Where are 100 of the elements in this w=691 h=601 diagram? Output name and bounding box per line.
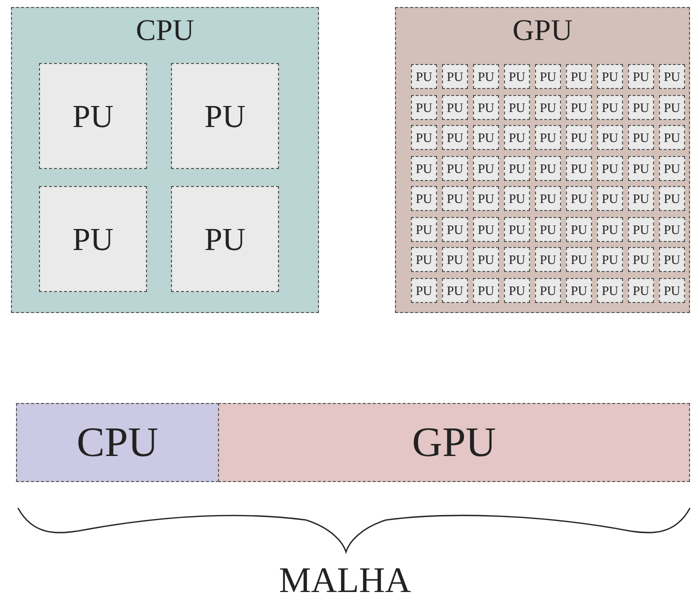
processing-unit-box xyxy=(442,125,468,150)
processing-unit-box xyxy=(411,156,437,180)
unit-label: PU xyxy=(632,70,650,83)
unit-label: PU xyxy=(508,162,526,174)
unit-label: PU xyxy=(508,253,526,266)
processing-unit-box xyxy=(597,278,623,302)
unit-label: PU xyxy=(446,100,464,114)
unit-label: PU xyxy=(632,192,650,205)
unit-label: PU xyxy=(508,192,526,205)
unit-label: PU xyxy=(476,100,496,114)
processing-unit-box xyxy=(411,64,437,89)
unit-label: PU xyxy=(662,284,682,296)
unit-label: PU xyxy=(662,253,682,266)
processing-unit-box xyxy=(566,216,592,242)
processing-unit-box xyxy=(628,186,654,211)
unit-label: PU xyxy=(538,162,558,174)
unit-label: PU xyxy=(570,100,588,114)
gpu-box xyxy=(395,7,690,313)
processing-unit-box xyxy=(659,186,685,211)
unit-label: PU xyxy=(570,131,588,144)
processing-unit-box xyxy=(597,186,623,211)
processing-unit-box xyxy=(628,94,654,120)
processing-unit-box xyxy=(442,94,468,120)
unit-label: PU xyxy=(414,284,434,296)
unit-label: PU xyxy=(446,222,464,236)
processing-unit-box xyxy=(504,94,530,120)
processing-unit-box xyxy=(473,278,499,302)
processing-unit-box xyxy=(442,156,468,180)
processing-unit-box xyxy=(628,64,654,89)
unit-label: PU xyxy=(446,162,464,174)
processing-unit-box xyxy=(442,278,468,302)
unit-label: PU xyxy=(414,222,434,236)
unit-label: CPU xyxy=(76,422,160,464)
processing-unit-box xyxy=(628,125,654,150)
unit-label: PU xyxy=(508,70,526,83)
processing-unit-box xyxy=(473,156,499,180)
processing-unit-box xyxy=(473,186,499,211)
unit-label: PU xyxy=(446,284,464,296)
processing-unit-box xyxy=(628,216,654,242)
processing-unit-box xyxy=(171,186,279,292)
unit-label: PU xyxy=(538,253,558,266)
processing-unit-box xyxy=(442,186,468,211)
processing-unit-box xyxy=(535,278,561,302)
unit-label: PU xyxy=(570,162,588,174)
processing-unit-box xyxy=(411,247,437,272)
unit-label: PU xyxy=(476,222,496,236)
processing-unit-box xyxy=(628,156,654,180)
unit-label: PU xyxy=(632,253,650,266)
unit-label: GPU xyxy=(511,16,574,46)
unit-label: PU xyxy=(508,100,526,114)
processing-unit-box xyxy=(39,186,147,292)
processing-unit-box xyxy=(473,216,499,242)
processing-unit-box xyxy=(411,216,437,242)
processing-unit-box xyxy=(597,156,623,180)
unit-label: GPU xyxy=(410,422,498,464)
processing-unit-box xyxy=(659,216,685,242)
unit-label: PU xyxy=(600,284,620,296)
processing-unit-box xyxy=(504,247,530,272)
unit-label: PU xyxy=(632,284,650,296)
unit-label: PU xyxy=(204,223,246,255)
processing-unit-box xyxy=(597,64,623,89)
processing-unit-box xyxy=(535,125,561,150)
processing-unit-box xyxy=(597,216,623,242)
processing-unit-box xyxy=(566,247,592,272)
processing-unit-box xyxy=(566,64,592,89)
processing-unit-box xyxy=(628,278,654,302)
unit-label: PU xyxy=(570,70,588,83)
processing-unit-box xyxy=(566,278,592,302)
unit-label: PU xyxy=(600,100,620,114)
unit-label: PU xyxy=(414,192,434,205)
unit-label: PU xyxy=(508,131,526,144)
unit-label: PU xyxy=(476,284,496,296)
unit-label: PU xyxy=(662,131,682,144)
unit-label: PU xyxy=(72,100,114,132)
unit-label: PU xyxy=(446,131,464,144)
unit-label: PU xyxy=(414,70,434,83)
unit-label: PU xyxy=(476,131,496,144)
unit-label: PU xyxy=(570,253,588,266)
unit-label: CPU xyxy=(134,16,196,46)
unit-label: PU xyxy=(538,192,558,205)
processing-unit-box xyxy=(442,216,468,242)
processing-unit-box xyxy=(535,216,561,242)
unit-label: PU xyxy=(600,253,620,266)
processing-unit-box xyxy=(566,156,592,180)
processing-unit-box xyxy=(473,94,499,120)
unit-label: PU xyxy=(446,253,464,266)
processing-unit-box xyxy=(659,64,685,89)
processing-unit-box xyxy=(535,64,561,89)
processing-unit-box xyxy=(597,125,623,150)
unit-label: PU xyxy=(632,131,650,144)
processing-unit-box xyxy=(535,94,561,120)
processing-unit-box xyxy=(473,125,499,150)
unit-label: PU xyxy=(600,222,620,236)
processing-unit-box xyxy=(442,247,468,272)
processing-unit-box xyxy=(566,186,592,211)
processing-unit-box xyxy=(659,156,685,180)
processing-unit-box xyxy=(597,94,623,120)
processing-unit-box xyxy=(535,247,561,272)
unit-label: PU xyxy=(632,162,650,174)
cpu-segment xyxy=(16,403,219,482)
